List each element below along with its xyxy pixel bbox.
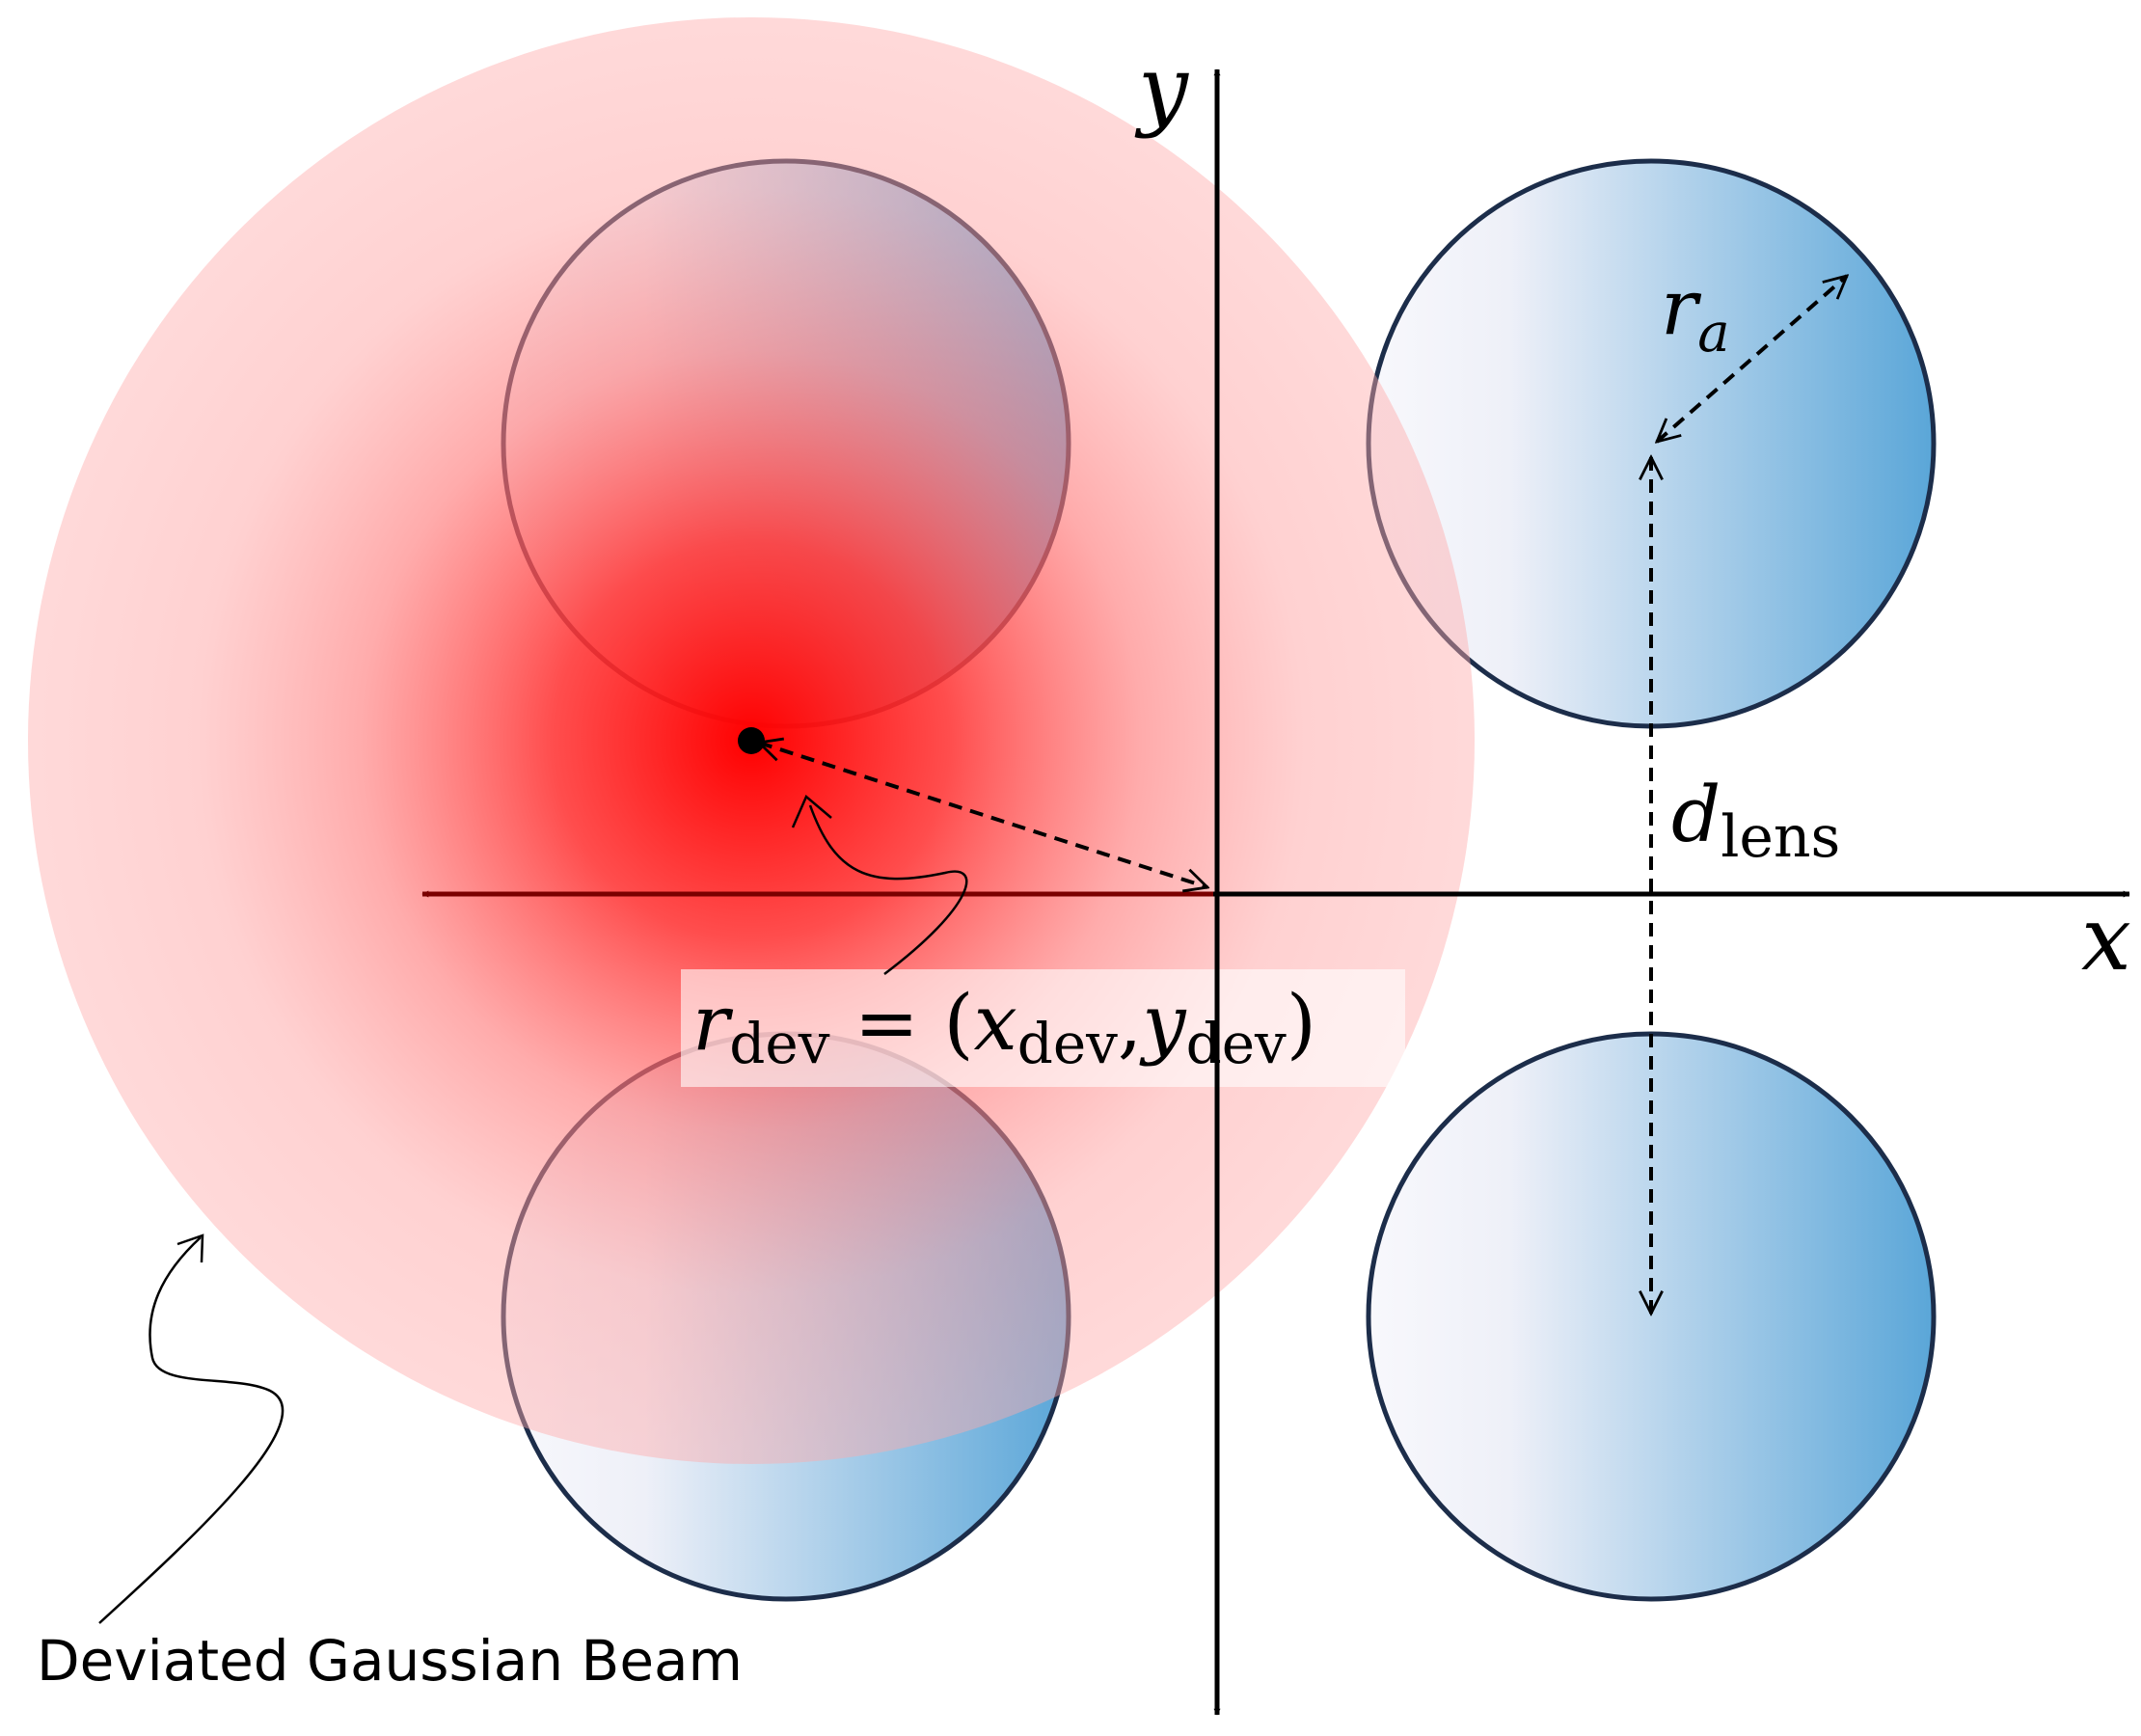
close-paren: ) (1287, 978, 1316, 1068)
r-dev-equals: = ( (829, 978, 973, 1068)
comma: , (1118, 978, 1142, 1068)
d-lens-main: d (1671, 770, 1721, 859)
lens-bottom-right (1366, 1031, 1937, 1602)
r-a-arrow (1657, 276, 1847, 442)
y-dev-sub: dev (1186, 1011, 1287, 1076)
r-dev-vector (759, 743, 1207, 887)
axis-x-label: x (2081, 887, 2131, 990)
beam-center-dot (738, 727, 765, 754)
beam-caption-pointer-curve (98, 1236, 285, 1624)
r-dev-sub: dev (729, 1011, 829, 1076)
r-a-sub: a (1697, 302, 1729, 365)
beam-caption: Deviated Gaussian Beam (37, 1628, 743, 1694)
r-dev-pointer-arrowhead (791, 794, 832, 828)
r-dev-label-background (681, 969, 1405, 1087)
r-a-label: ra (1661, 262, 1730, 365)
r-dev-main: r (692, 978, 734, 1068)
d-lens-sub: lens (1721, 803, 1840, 871)
x-dev-sub: dev (1017, 1011, 1118, 1076)
r-dev-pointer-curve (808, 804, 968, 975)
beam-caption-pointer-arrowhead (176, 1234, 204, 1263)
r-dev-equation: rdev = (xdev,ydev) (692, 978, 1316, 1076)
y-dev-main: y (1139, 978, 1187, 1068)
x-dev-main: x (974, 978, 1017, 1068)
axis-y-label: y (1134, 37, 1189, 140)
d-lens-label: dlens (1671, 770, 1840, 871)
r-a-main: r (1661, 262, 1702, 352)
